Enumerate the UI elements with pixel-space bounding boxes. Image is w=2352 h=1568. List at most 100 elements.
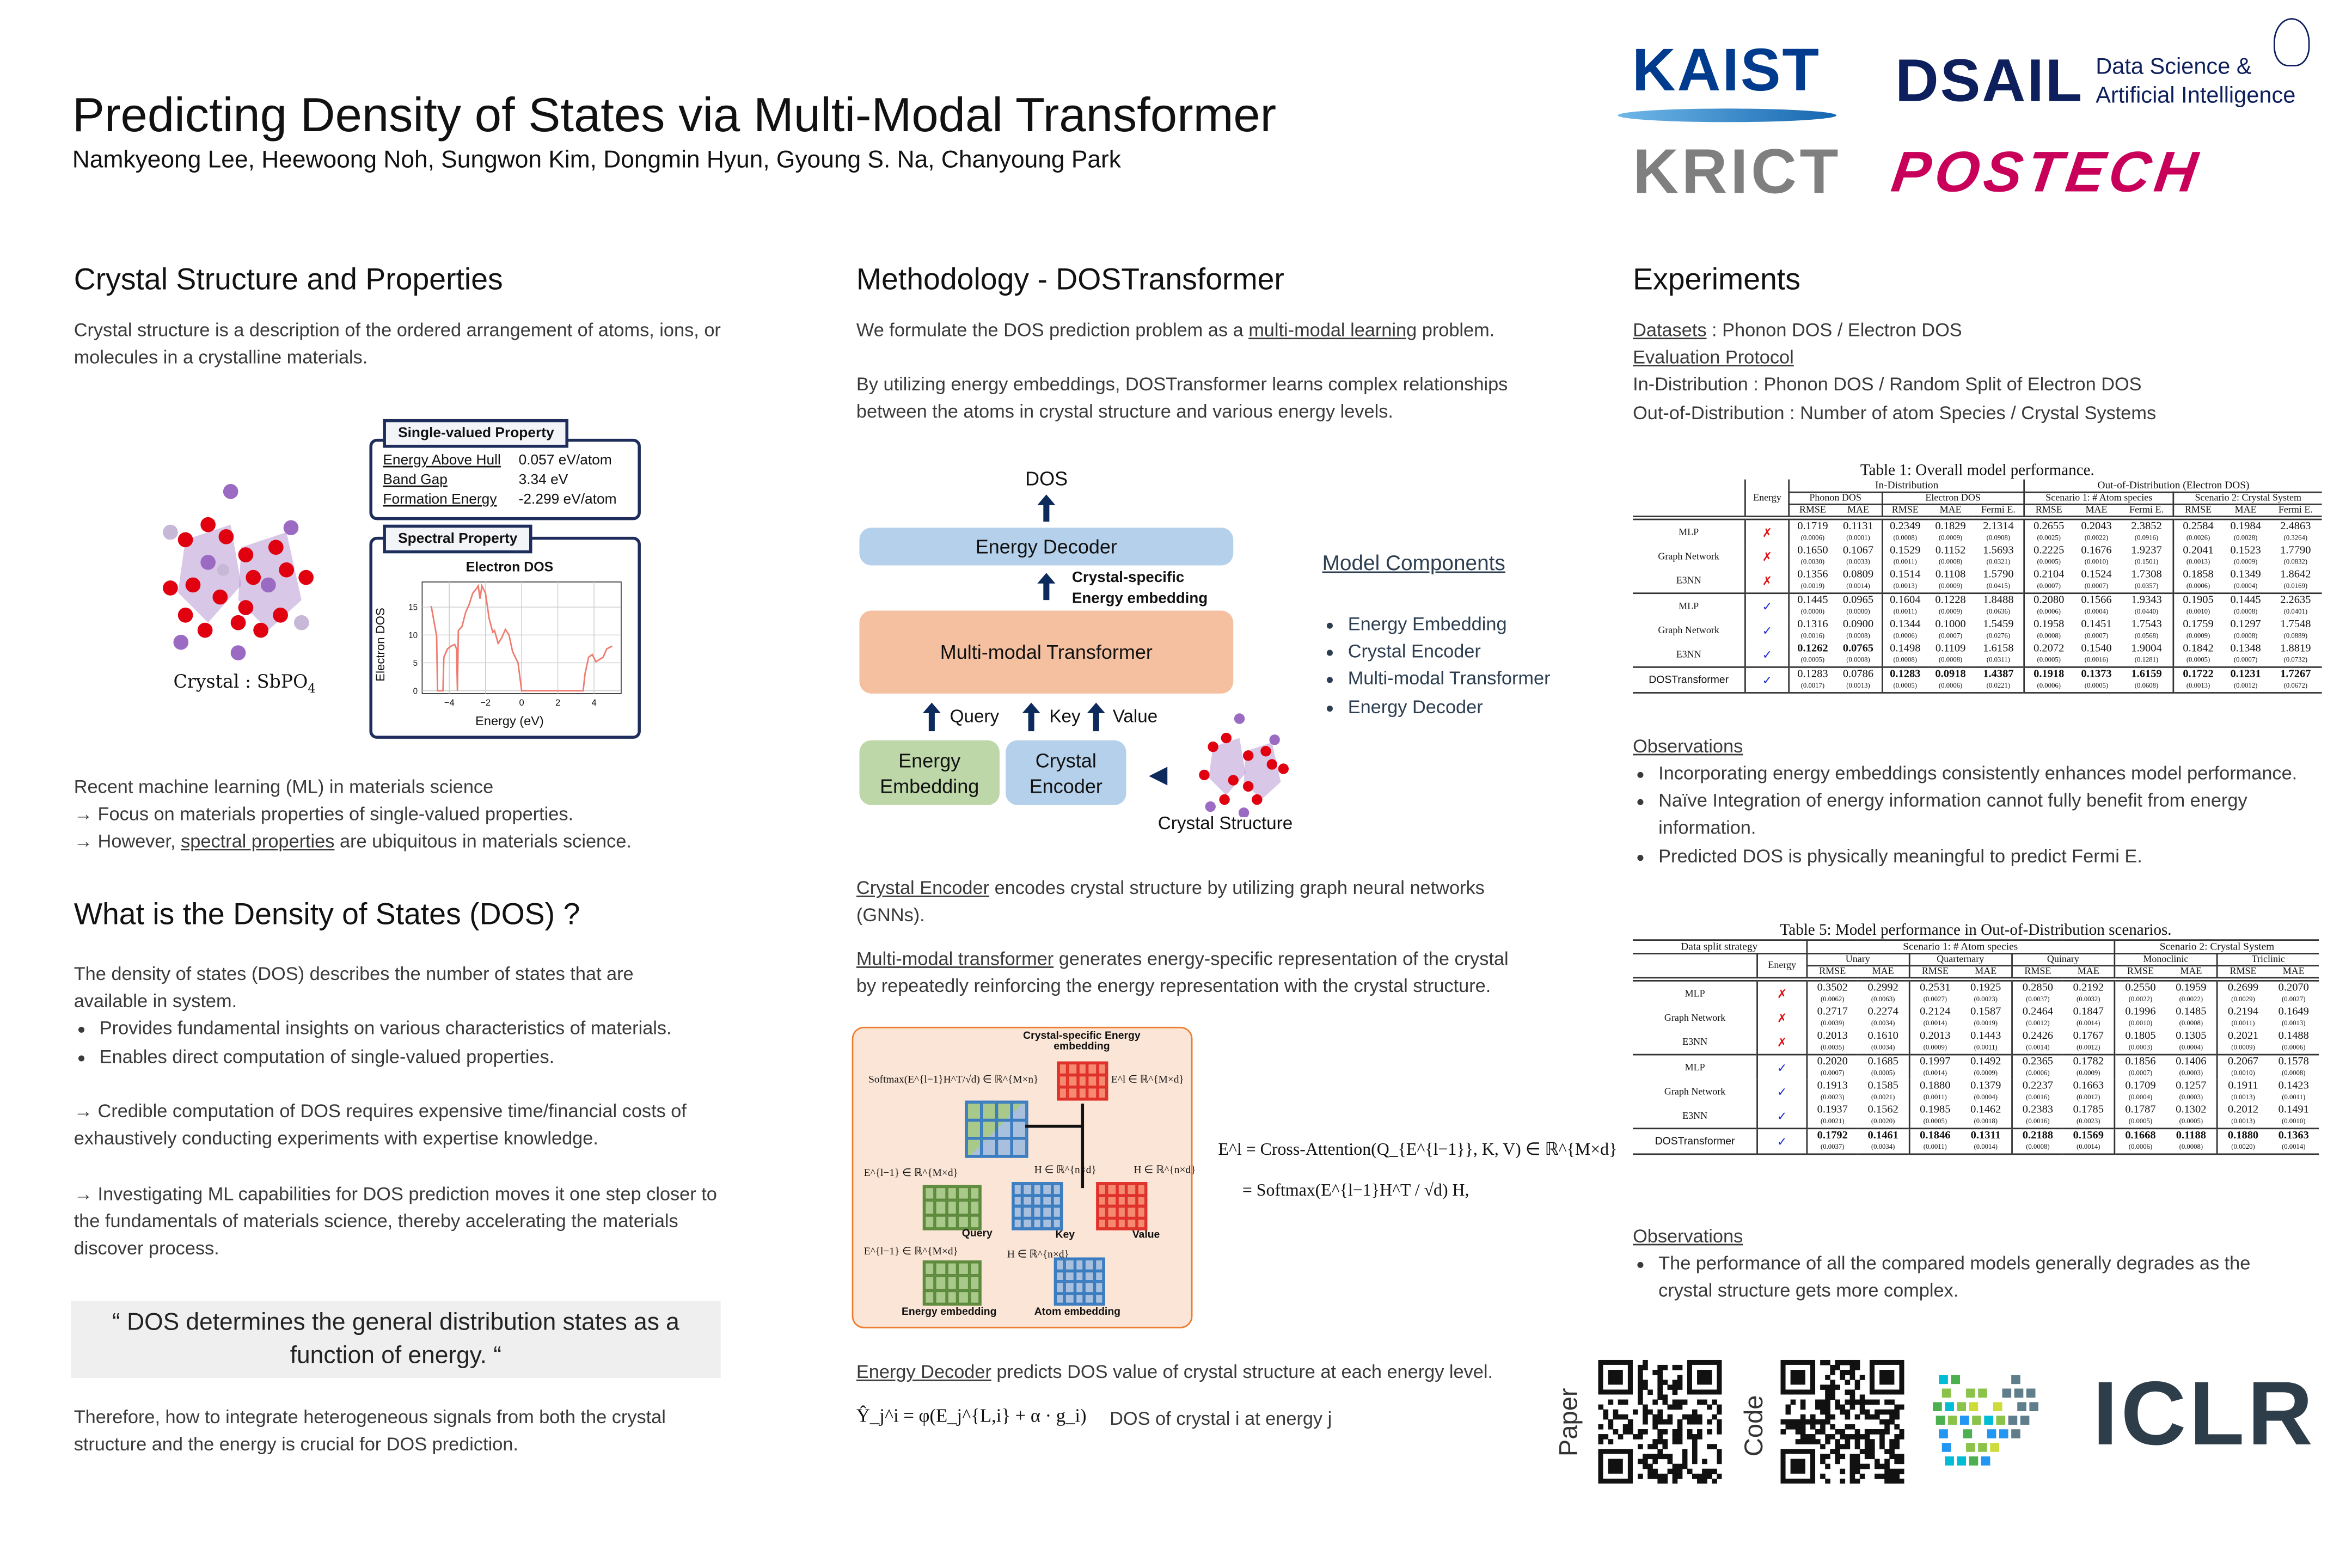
- model-name: MLP: [1633, 593, 1747, 618]
- attn-energy-embedding-label: Energy embedding: [901, 1307, 997, 1318]
- qr-module: [1657, 1419, 1663, 1425]
- qr-module: [1697, 1429, 1702, 1435]
- metric-std: (0.0032): [2077, 995, 2100, 1003]
- matrix-cell: [1126, 1183, 1136, 1195]
- metric-value: 0.1792: [1817, 1128, 1848, 1142]
- metric-std: (0.0012): [2233, 681, 2258, 689]
- qr-module: [1854, 1454, 1860, 1460]
- energy-header: Energy: [1745, 479, 1790, 520]
- arrow-up-icon: [1037, 573, 1056, 601]
- poster-title: Predicting Density of States via Multi-M…: [72, 87, 1277, 142]
- metric-value: 1.5790: [1983, 567, 2014, 581]
- metric-value: 1.7790: [2280, 542, 2311, 556]
- authors: Namkyeong Lee, Heewoong Noh, Sungwon Kim…: [72, 148, 1121, 174]
- arrow-up-icon: [1087, 702, 1105, 732]
- subgroup-header: Scenario 2: Crystal System: [2173, 492, 2322, 505]
- dos-bullets: Provides fundamental insights on various…: [74, 1015, 707, 1070]
- property-name: Energy Above Hull: [383, 452, 501, 469]
- metric-value: 0.1937: [1817, 1102, 1848, 1116]
- metric-value: 0.1257: [2176, 1077, 2207, 1092]
- metric-header: MAE: [1928, 504, 1974, 520]
- qr-module: [1707, 1473, 1712, 1479]
- paper-qr-code[interactable]: [1598, 1359, 1722, 1484]
- qr-module: [1820, 1404, 1826, 1410]
- metric-value: 0.2531: [1920, 979, 1951, 994]
- qr-finder: [1790, 1370, 1805, 1385]
- matrix-cell: [1117, 1183, 1127, 1195]
- attn-softmax-label: Softmax(E^{l−1}H^T/√d) ∈ ℝ^{M×n}: [868, 1073, 1039, 1086]
- metric-cell: 2.2635(0.0401): [2269, 593, 2322, 618]
- metric-std: (0.0008): [2233, 607, 2258, 615]
- metric-std: (0.1281): [2134, 656, 2159, 664]
- matrix-cell: [966, 1120, 982, 1138]
- brain-pixel: [1945, 1456, 1954, 1466]
- metric-value: 0.0765: [1842, 640, 1874, 654]
- qr-module: [1702, 1478, 1707, 1484]
- metric-cell: 1.7308(0.0357): [2120, 568, 2175, 593]
- qr-module: [1869, 1429, 1875, 1435]
- metric-cell: 0.1997(0.0014): [1909, 1055, 1960, 1080]
- qr-module: [1835, 1429, 1841, 1435]
- matrix-cell: [969, 1200, 980, 1215]
- metric-value: 0.1443: [1970, 1028, 2001, 1042]
- qr-module: [1869, 1449, 1875, 1454]
- matrix-cell: [957, 1215, 969, 1229]
- qr-module: [1849, 1454, 1855, 1460]
- metric-std: (0.0022): [2084, 534, 2109, 542]
- metric-value: 0.2043: [2081, 518, 2112, 532]
- however-pre: → However,: [74, 831, 181, 853]
- qr-module: [1643, 1359, 1648, 1365]
- group-header: In-Distribution: [1789, 479, 2025, 493]
- iclr-brain-icon: [1933, 1375, 2038, 1466]
- brain-pixel: [2008, 1416, 2018, 1425]
- metric-std: (0.0014): [2077, 1143, 2100, 1150]
- metric-std: (0.0037): [2026, 995, 2050, 1003]
- attn-el1-label-2: E^{l−1} ∈ ℝ^{M×d}: [863, 1245, 958, 1258]
- qr-module: [1864, 1434, 1870, 1440]
- metric-cell: 0.2194(0.0011): [2217, 1005, 2268, 1030]
- metric-cell: 1.7267(0.0672): [2269, 667, 2322, 693]
- table-row: MLP✓0.2020(0.0007)0.1685(0.0005)0.1997(0…: [1633, 1055, 2319, 1080]
- x-tick-label: −4: [444, 697, 455, 708]
- metric-value: 0.1846: [1920, 1128, 1951, 1142]
- matrix-cell: [1087, 1075, 1097, 1087]
- metric-std: (0.0037): [1821, 1143, 1845, 1150]
- qr-module: [1662, 1473, 1668, 1479]
- y-tick-label: 0: [413, 687, 418, 696]
- metric-cell: 0.1880(0.0020): [2217, 1129, 2268, 1154]
- matrix-cell: [1126, 1206, 1136, 1218]
- metric-std: (0.0017): [1800, 681, 1825, 689]
- metric-header: MAE: [2222, 504, 2270, 520]
- brain-pixel: [1993, 1402, 2002, 1411]
- qr-module: [1667, 1385, 1673, 1390]
- metric-header: MAE: [2072, 504, 2121, 520]
- metric-value: 0.1997: [1920, 1054, 1951, 1068]
- matrix-cell: [1117, 1217, 1127, 1229]
- metric-std: (0.0006): [2037, 681, 2061, 689]
- qr-module: [1810, 1439, 1816, 1444]
- qr-module: [1854, 1459, 1860, 1465]
- code-qr-code[interactable]: [1780, 1359, 1904, 1484]
- qr-module: [1608, 1399, 1614, 1405]
- qr-module: [1687, 1414, 1693, 1420]
- matrix-cell: [1107, 1195, 1117, 1206]
- qr-module: [1830, 1449, 1835, 1454]
- metric-cell: 1.5459(0.0276): [1973, 617, 2025, 642]
- metric-std: (0.0006): [2037, 607, 2061, 615]
- qr-module: [1884, 1468, 1890, 1474]
- metric-std: (0.0020): [1871, 1117, 1895, 1125]
- qr-finder: [1697, 1370, 1712, 1385]
- brain-pixel: [1963, 1429, 1973, 1438]
- qr-module: [1638, 1429, 1643, 1435]
- qr-module: [1618, 1414, 1624, 1420]
- metric-value: 0.1488: [2278, 1028, 2309, 1042]
- qr-module: [1717, 1473, 1722, 1479]
- qr-module: [1638, 1380, 1643, 1385]
- datasets-line: Datasets : Phonon DOS / Electron DOS: [1633, 317, 2326, 344]
- metric-value: 0.1283: [1797, 666, 1828, 680]
- metric-cell: 0.2365(0.0006): [2012, 1055, 2063, 1080]
- metric-cell: 0.1363(0.0014): [2268, 1129, 2319, 1154]
- metric-value: 0.1685: [1867, 1054, 1898, 1068]
